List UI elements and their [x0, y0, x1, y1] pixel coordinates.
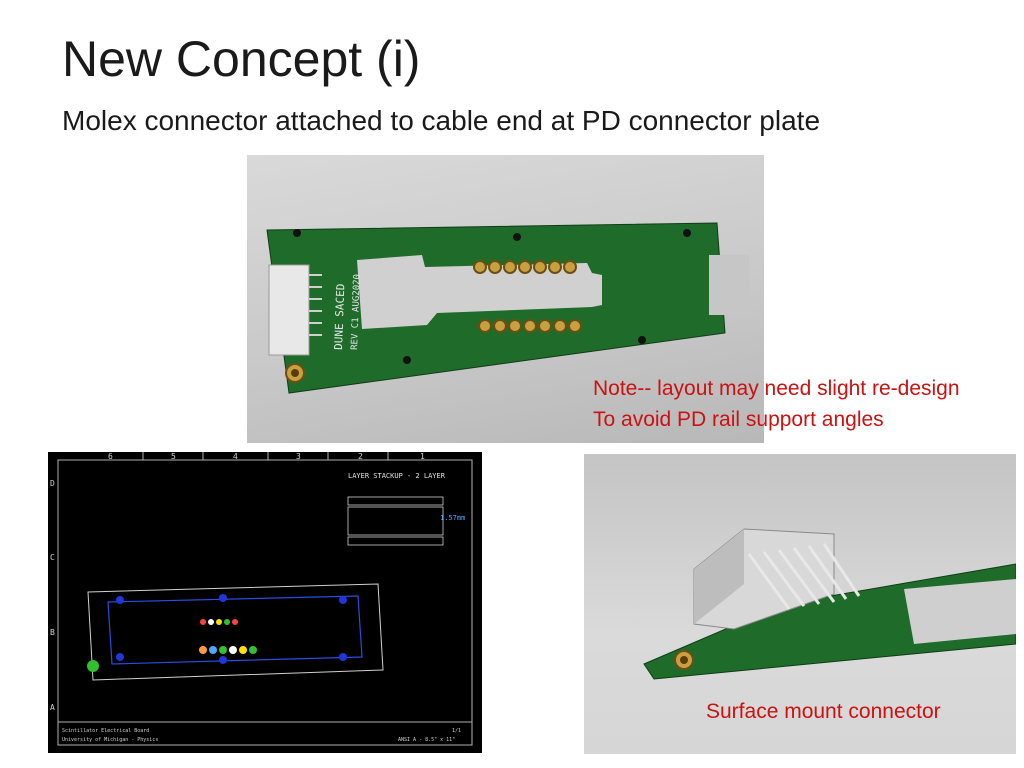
- title-block-size: ANSI A - 8.5" x 11": [398, 737, 455, 743]
- note-line-2: To avoid PD rail support angles: [593, 408, 884, 431]
- drawing-col-label: 4: [233, 452, 238, 461]
- image-caption: Surface mount connector: [706, 700, 941, 723]
- title-block-title: Scintillator Electrical Board: [62, 728, 149, 734]
- pcb-render-top-image: DUNE SACED REV C1 AUG2020: [247, 155, 764, 443]
- drawing-col-label: 3: [296, 452, 301, 461]
- connector-closeup-image: [584, 454, 1016, 754]
- board-label-text: DUNE SACED: [332, 283, 347, 350]
- title-block-company: University of Michigan - Physics: [62, 737, 158, 743]
- stackup-title: LAYER STACKUP - 2 LAYER: [348, 472, 446, 480]
- drawing-row-label: B: [50, 628, 55, 637]
- pcb-drawing-image: 6 5 4 3 2 1 D C B A LAYER STACKUP - 2 LA…: [48, 452, 482, 753]
- slide-title: New Concept (i): [62, 31, 421, 87]
- title-block-sheet: 1/1: [452, 728, 461, 734]
- board-rev-text: REV C1 AUG2020: [350, 274, 363, 350]
- note-line-1: Note-- layout may need slight re-design: [593, 377, 960, 400]
- drawing-row-label: D: [50, 479, 55, 488]
- drawing-row-label: A: [50, 703, 55, 712]
- slide-subtitle: Molex connector attached to cable end at…: [62, 105, 821, 136]
- drawing-col-label: 5: [171, 452, 176, 461]
- design-note: Note-- layout may need slight re-design …: [593, 373, 960, 435]
- drawing-row-label: C: [50, 553, 55, 562]
- drawing-col-label: 6: [108, 452, 113, 461]
- drawing-col-label: 2: [358, 452, 363, 461]
- drawing-col-label: 1: [420, 452, 425, 461]
- stackup-thickness: 1.57mm: [440, 514, 465, 522]
